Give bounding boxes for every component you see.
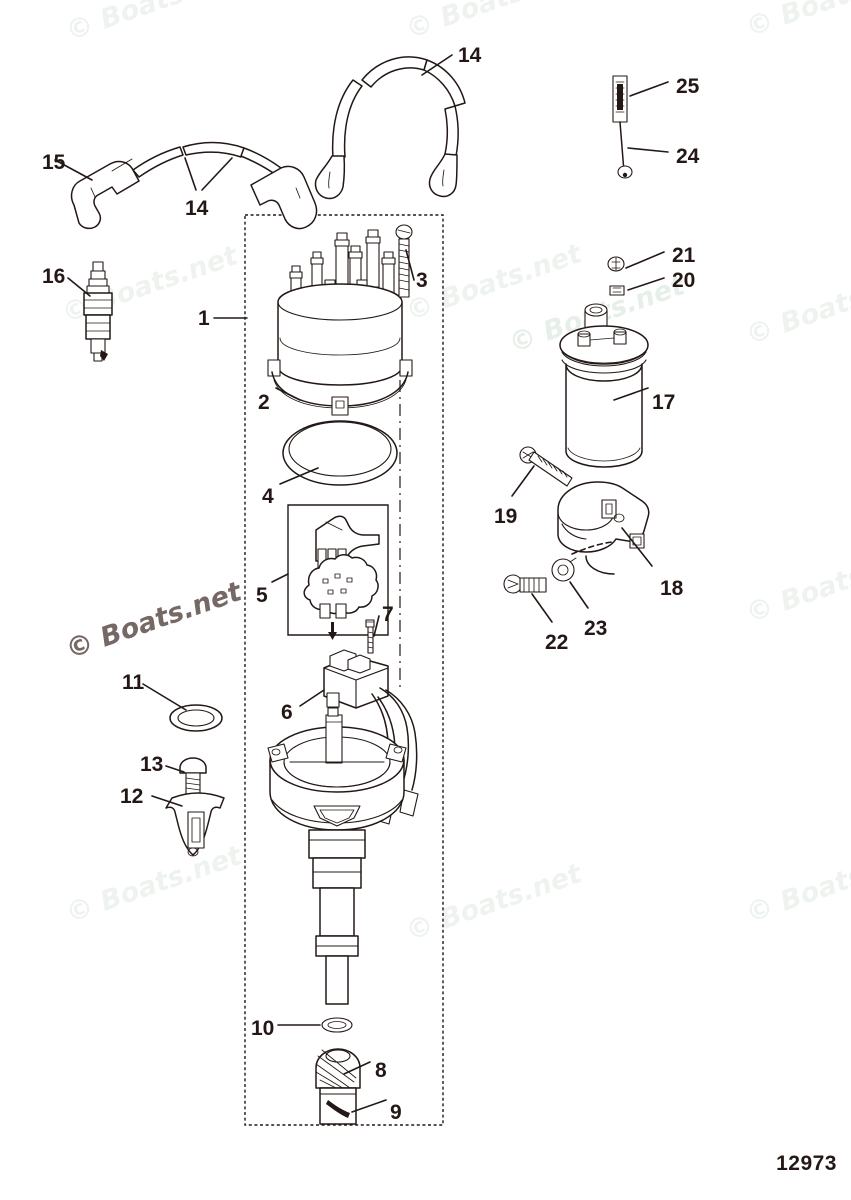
callout-number-coil-mounting-bracket[interactable]: 18 — [660, 577, 684, 600]
callout-number-ignition-coil[interactable]: 17 — [652, 391, 676, 414]
callout-number-rotor-and-trigger-wheel[interactable]: 5 — [256, 584, 268, 607]
callout-number-distributor-cap-assembly[interactable]: 1 — [198, 307, 210, 330]
housing-o-ring — [142, 683, 223, 732]
callout-number-o-ring-seal[interactable]: 4 — [262, 485, 274, 508]
distributor-housing — [267, 707, 407, 1005]
bracket-bolt — [511, 446, 573, 497]
spark-plug-wire-set-lower — [54, 141, 318, 230]
cap-screw — [395, 224, 415, 298]
bracket-screw — [503, 574, 553, 623]
spark-plug-wire-upper — [314, 54, 466, 200]
ground-terminal-assembly — [612, 75, 669, 179]
callout-number-ground-terminal[interactable]: 25 — [676, 75, 700, 98]
callout-number-coil-terminal-nut[interactable]: 20 — [672, 269, 696, 292]
callout-number-thrust-washer[interactable]: 10 — [251, 1017, 275, 1040]
trigger-wheel — [271, 554, 379, 640]
callout-number-hold-down-clamp[interactable]: 12 — [120, 785, 144, 808]
sensor-screw — [365, 615, 380, 654]
lock-washer — [551, 541, 613, 609]
callout-number-drive-gear[interactable]: 8 — [375, 1059, 387, 1082]
diagram-id: 12973 — [776, 1152, 837, 1175]
callout-number-spark-plug[interactable]: 16 — [42, 265, 66, 288]
callout-number-cap-retaining-clip[interactable]: 2 — [258, 391, 270, 414]
drive-gear — [315, 1048, 387, 1125]
ignition-coil — [559, 303, 649, 468]
callout-number-sensor-module[interactable]: 6 — [281, 701, 293, 724]
callout-number-spark-plug-wire-upper[interactable]: 14 — [458, 44, 482, 67]
callout-number-ground-wire[interactable]: 24 — [676, 145, 700, 168]
thrust-washer — [277, 1017, 353, 1033]
callout-number-bracket-screw[interactable]: 22 — [545, 631, 569, 654]
spark-plug — [67, 261, 113, 362]
o-ring-seal — [279, 420, 398, 486]
callout-number-housing-o-ring[interactable]: 11 — [122, 671, 145, 694]
callout-number-lock-washer[interactable]: 23 — [584, 617, 608, 640]
callout-number-spark-plug-wire-set[interactable]: 15 — [42, 151, 66, 174]
distributor-group-box — [244, 214, 444, 1126]
callout-number-bracket-bolt[interactable]: 19 — [494, 505, 518, 528]
hold-down-clamp — [151, 792, 225, 857]
callout-number-cap-screw[interactable]: 3 — [416, 269, 428, 292]
callout-number-clamp-bolt[interactable]: 13 — [140, 753, 164, 776]
coil-mounting-bracket — [557, 481, 653, 575]
callout-number-sensor-screw[interactable]: 7 — [382, 603, 394, 626]
callout-number-coil-terminal-washer[interactable]: 21 — [672, 244, 696, 267]
coil-terminal-hardware — [607, 251, 665, 296]
callout-number-roll-pin[interactable]: 9 — [390, 1101, 402, 1124]
callout-number-spark-plug-wire-lower[interactable]: 14 — [185, 197, 209, 220]
distributor-cap — [213, 224, 415, 416]
rotor-group-box — [287, 504, 389, 636]
clamp-bolt — [165, 757, 207, 796]
